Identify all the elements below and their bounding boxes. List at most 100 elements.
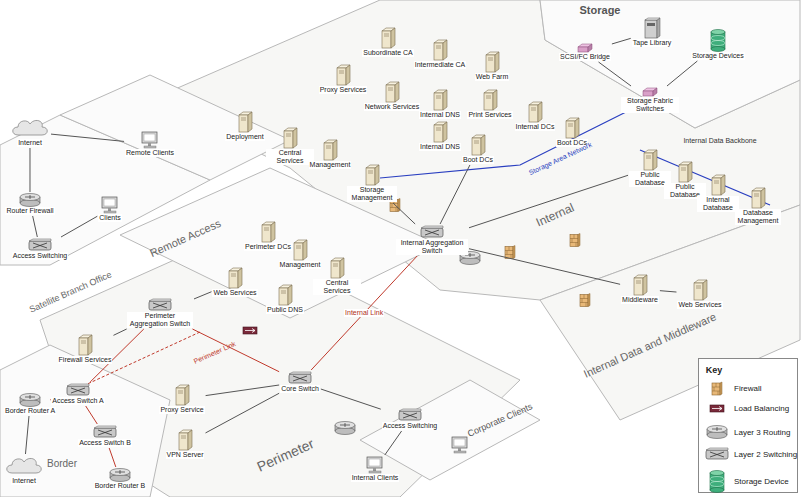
server-icon [384,81,400,103]
device-node: Database Management [734,186,782,226]
network-link [206,385,280,396]
tape-icon [643,17,661,39]
client-icon [365,456,385,474]
device-node: Internal Aggregation Switch [395,224,469,256]
network-link [86,406,98,424]
link-label: Internal Link [344,309,384,317]
device-node: Access Switching [381,407,439,431]
device-node: Proxy Service [158,383,205,415]
device-node: Internet [3,454,45,486]
device-label: Internal DNS [419,143,461,151]
legend-row: Firewall [705,381,762,396]
device-label: Firewall Services [58,356,113,364]
legend-symbol [708,469,726,493]
device-node: Boot DCs [461,133,495,165]
device-node: VPN Server [165,428,206,460]
device-node: Web Services [676,278,723,310]
device-label: Access Switching [382,422,438,430]
device-label: Tape Library [632,39,673,47]
storage-icon [709,28,727,52]
sswitch-icon [288,371,312,385]
device-node: Central Services [265,126,315,166]
server-icon [432,89,448,111]
device-node: Internal Database [696,173,740,213]
device-label: Intermediate CA [414,61,467,69]
firewall-symbol [505,246,515,259]
device-label: Access Switch A [51,397,104,405]
device-label: Access Switch B [78,439,132,447]
server-icon [237,111,253,133]
device-node: Access Switch A [50,382,105,406]
device-node: Firewall Services [57,333,114,365]
server-icon [432,39,448,61]
device-label: Storage Devices [691,52,744,60]
device-label: Subordinate CA [362,49,413,57]
server-icon [710,174,726,196]
network-link [29,148,30,192]
device-label: Perimeter Aggregation Switch [127,312,193,328]
device-label: Internal Clients [351,474,400,482]
firewall-symbol [580,294,590,307]
device-node: Internal DNS [418,120,462,152]
legend-row: Load Balancing [705,403,789,413]
device-node: Network Services [363,80,421,112]
device-label: Core Switch [280,385,320,393]
device-node: Perimeter DCs [243,220,293,252]
device-node: Border Router A [3,392,57,416]
client-icon [140,131,160,149]
network-link [194,292,211,299]
sswitch-icon [148,298,172,312]
network-link [61,216,97,237]
router-symbol [335,422,355,435]
device-label: Proxy Service [159,406,204,414]
device-node: Core Switch [279,370,321,394]
server-icon [632,274,648,296]
device-node: Storage Devices [690,27,745,61]
device-label: Network Services [364,103,420,111]
legend-box: FirewallLoad BalancingLayer 3 RoutingLay… [698,358,798,493]
device-node: Access Switch B [77,424,133,448]
legend-row: Layer 2 Switching [705,447,797,461]
device-label: Deployment [225,133,264,141]
device-label: Storage Management [347,186,397,202]
device-label: Central Services [313,279,361,295]
legend-text: Storage Device [734,477,789,486]
device-node: Web Services [211,266,258,298]
server-icon [364,164,380,186]
device-node: Deployment [224,110,265,142]
legend-symbol [706,425,728,439]
device-label: Proxy Services [319,86,368,94]
device-label: Router Firewall [5,207,54,215]
device-node: Subordinate CA [361,26,414,58]
server-icon [380,27,396,49]
device-node: Storage Management [346,163,398,203]
network-link [311,256,417,370]
device-node: Print Services [466,88,513,120]
server-icon [564,117,580,139]
device-label: Boot DCs [462,156,494,164]
san-line [380,100,650,178]
legend-text: Load Balancing [734,404,789,413]
server-icon [292,239,308,261]
device-label: Internet [17,139,43,147]
device-label: Database Management [735,209,781,225]
device-label: Internal Database [697,196,739,212]
legend-symbol [705,447,729,461]
network-link [469,249,620,285]
bridge-icon [577,43,593,53]
device-label: SCSI/FC Bridge [559,53,611,61]
device-label: Internal Aggregation Switch [396,239,468,255]
device-label: Public DNS [266,306,304,314]
device-node: SCSI/FC Bridge [558,42,612,62]
server-icon [177,429,193,451]
server-icon [750,187,766,209]
legend-text: Layer 3 Routing [734,428,790,437]
device-label: Management [309,161,352,169]
server-icon [277,284,293,306]
device-label: Border Router B [94,482,147,490]
device-node: Public DNS [265,283,305,315]
device-label: Internet [11,477,37,485]
router-icon [109,468,131,482]
device-label: Internal DNS [419,111,461,119]
